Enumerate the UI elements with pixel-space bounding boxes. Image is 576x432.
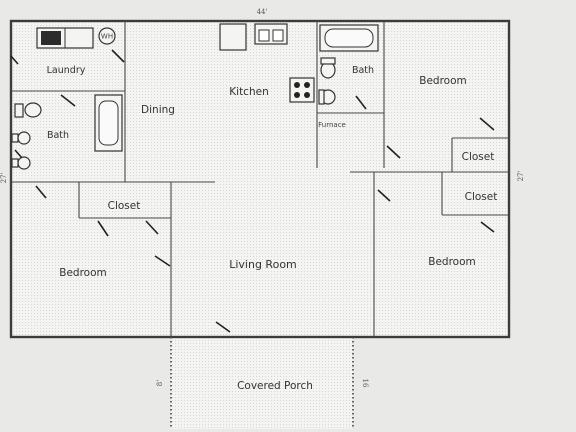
room-label-furnace: Furnace [318, 121, 346, 129]
room-label-bedroom-se: Bedroom [428, 256, 476, 268]
sink-left-bath-1 [11, 131, 31, 145]
room-label-laundry: Laundry [47, 65, 86, 76]
room-label-kitchen: Kitchen [229, 86, 268, 98]
toilet-left-bath [14, 102, 42, 118]
room-label-closet-ne-2: Closet [465, 191, 498, 203]
room-label-closet-w: Closet [108, 200, 141, 212]
sink-center-bath [318, 89, 336, 105]
dim-porch-left: 8' [156, 380, 164, 386]
room-label-dining: Dining [141, 104, 175, 116]
exterior-wall [9, 19, 511, 339]
bathtub-center [319, 24, 379, 52]
dim-width: 44' [257, 8, 268, 16]
porch-area [171, 337, 353, 429]
refrigerator [219, 23, 247, 51]
stove [289, 77, 315, 103]
dim-depth-left: 27' [0, 173, 8, 184]
water-heater-label: WH [101, 33, 113, 41]
room-label-closet-ne-1: Closet [462, 151, 495, 163]
toilet-center-bath [320, 57, 336, 79]
floor-area [11, 21, 509, 337]
bathtub-left [94, 94, 123, 152]
room-label-bedroom-sw: Bedroom [59, 267, 107, 279]
interior-walls [11, 21, 509, 337]
room-label-covered-porch: Covered Porch [237, 380, 313, 392]
dim-porch-right: 16 [361, 379, 369, 388]
room-label-bath-left: Bath [47, 130, 69, 141]
washer-dryer [36, 27, 94, 49]
room-label-living-room: Living Room [229, 258, 297, 271]
water-heater: WH [98, 27, 116, 45]
sink-left-bath-2 [11, 156, 31, 170]
porch-outline [170, 337, 354, 429]
room-label-bedroom-ne: Bedroom [419, 75, 467, 87]
door-swings [10, 49, 495, 333]
dim-depth-right: 27' [517, 171, 525, 182]
room-label-bath-center: Bath [352, 65, 374, 76]
kitchen-sink [254, 23, 288, 45]
